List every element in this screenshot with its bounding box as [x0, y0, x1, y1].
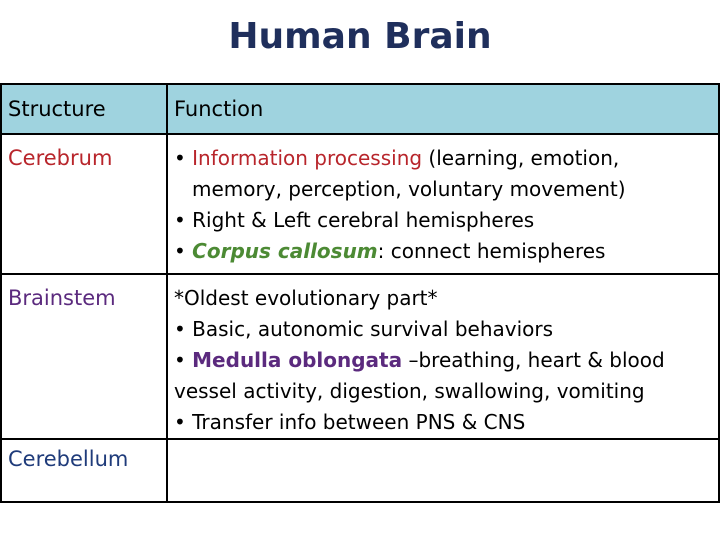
header-function: Function: [166, 83, 720, 135]
brainstem-line-2: • Basic, autonomic survival behaviors: [174, 317, 554, 341]
cerebrum-line-4-rest: : connect hemispheres: [377, 239, 606, 263]
header-function-label: Function: [174, 96, 264, 121]
cerebrum-line-3: • Right & Left cerebral hemispheres: [174, 208, 535, 232]
brainstem-line-5: • Transfer info between PNS & CNS: [174, 410, 526, 434]
bullet: •: [174, 239, 193, 263]
structure-name-cerebellum: Cerebellum: [8, 447, 129, 471]
brainstem-line-3: • Medulla oblongata –breathing, heart & …: [174, 345, 712, 376]
table-row-cerebellum: Cerebellum: [0, 438, 720, 503]
bullet: •: [174, 348, 193, 372]
brain-structure-table: Structure Function Cerebrum • Informatio…: [0, 83, 720, 503]
structure-cell-cerebrum: Cerebrum: [0, 133, 168, 275]
table-header-row: Structure Function: [0, 83, 720, 135]
cerebrum-line-1-rest: (learning, emotion,: [422, 146, 620, 170]
function-cell-cerebrum: • Information processing (learning, emot…: [166, 133, 720, 275]
information-processing-text: Information processing: [192, 146, 423, 170]
header-structure: Structure: [0, 83, 168, 135]
bullet: •: [174, 146, 193, 170]
cerebrum-line-2: memory, perception, voluntary movement): [192, 177, 626, 201]
corpus-callosum-text: Corpus callosum: [192, 239, 378, 263]
structure-cell-brainstem: Brainstem: [0, 273, 168, 440]
structure-name-cerebrum: Cerebrum: [8, 146, 113, 170]
table-row-brainstem: Brainstem *Oldest evolutionary part* • B…: [0, 273, 720, 440]
brainstem-line-1: *Oldest evolutionary part*: [174, 286, 438, 310]
cerebrum-line-1: • Information processing (learning, emot…: [174, 143, 712, 174]
structure-cell-cerebellum: Cerebellum: [0, 438, 168, 503]
brainstem-line-4: vessel activity, digestion, swallowing, …: [174, 379, 645, 403]
function-cell-brainstem: *Oldest evolutionary part* • Basic, auto…: [166, 273, 720, 440]
function-cell-cerebellum: [166, 438, 720, 503]
page-title: Human Brain: [228, 16, 492, 57]
structure-name-brainstem: Brainstem: [8, 286, 116, 310]
medulla-oblongata-text: Medulla oblongata: [192, 348, 403, 372]
cerebrum-line-4: • Corpus callosum: connect hemispheres: [174, 236, 712, 267]
header-structure-label: Structure: [8, 96, 106, 121]
brainstem-line-3-rest: –breathing, heart & blood: [402, 348, 665, 372]
table-row-cerebrum: Cerebrum • Information processing (learn…: [0, 133, 720, 275]
